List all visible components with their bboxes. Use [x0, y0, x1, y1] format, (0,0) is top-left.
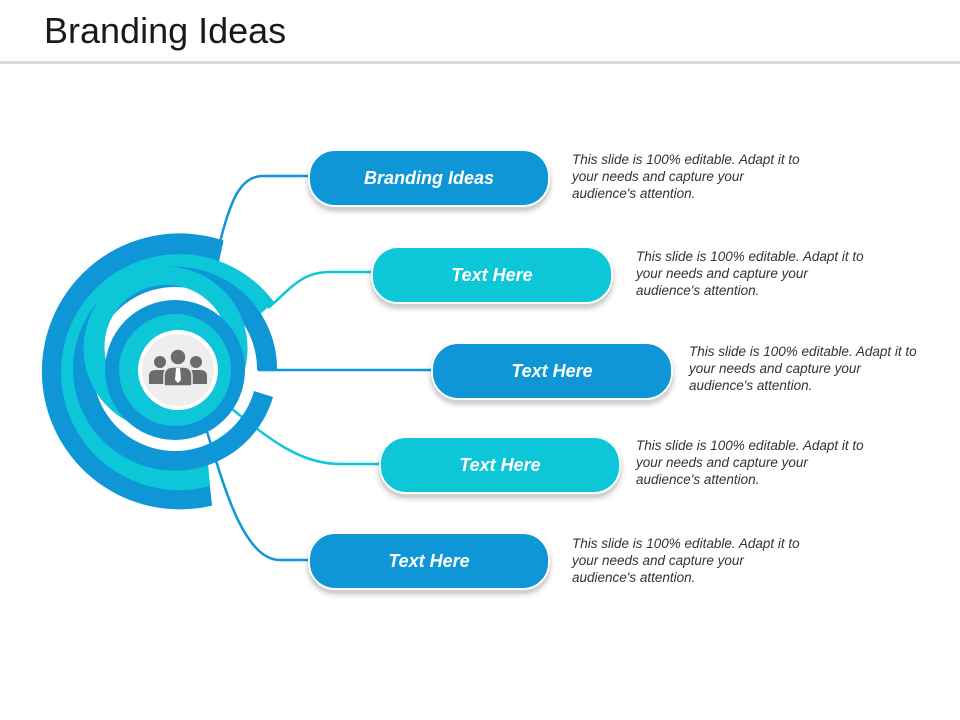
- connector-line-2: [267, 270, 372, 309]
- team-people-icon: [149, 348, 207, 387]
- connector-line-1: [216, 174, 310, 251]
- item-description-1: This slide is 100% editable. Adapt it to…: [572, 152, 800, 201]
- item-description-2: This slide is 100% editable. Adapt it to…: [636, 249, 864, 298]
- item-description-5: This slide is 100% editable. Adapt it to…: [572, 536, 800, 585]
- item-pill-5: Text Here: [308, 532, 550, 590]
- title-divider: [0, 61, 960, 64]
- item-description-4: This slide is 100% editable. Adapt it to…: [636, 438, 864, 487]
- item-pill-4: Text Here: [379, 436, 621, 494]
- item-description-3: This slide is 100% editable. Adapt it to…: [689, 344, 917, 393]
- item-pill-1: Branding Ideas: [308, 149, 550, 207]
- item-pill-2: Text Here: [371, 246, 613, 304]
- connector-line-5: [200, 415, 310, 562]
- item-pill-3: Text Here: [431, 342, 673, 400]
- page-title: Branding Ideas: [44, 10, 287, 51]
